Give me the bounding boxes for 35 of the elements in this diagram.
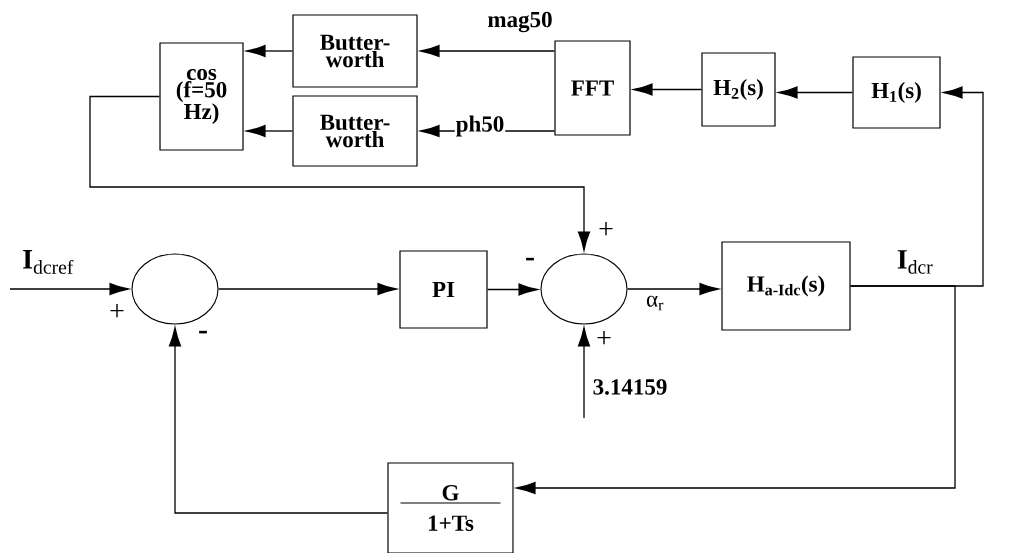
arrow [420, 44, 556, 58]
arrow [217, 282, 397, 296]
transfer-function-box: G 1+Ts [387, 462, 514, 553]
arrow [516, 285, 956, 495]
arrow [577, 327, 591, 419]
edge-label: α$_{r}$ [645, 294, 665, 312]
block-box: PI [399, 250, 488, 329]
arrow [246, 44, 294, 58]
block-box: Butter- worth [292, 14, 418, 88]
sign-label: + [110, 304, 124, 318]
signal-label: I$_{dcref}$ [23, 250, 74, 274]
block-box: H$_{1}$(s) [852, 56, 941, 129]
arrow [486, 283, 538, 296]
arrow [626, 282, 719, 296]
arrow [633, 83, 703, 96]
edge-label: ph50 [454, 114, 506, 138]
block-box: H$_{2}$(s) [701, 52, 776, 127]
block-box: cos (f=50 Hz) [159, 42, 244, 151]
arrow [9, 282, 129, 296]
block-box: H$_{a-Idc}$(s) [721, 241, 851, 331]
sign-label: - [526, 257, 534, 261]
constant-label: 3.14159 [593, 379, 667, 395]
edge-label: mag50 [486, 10, 554, 34]
arrow [246, 124, 294, 138]
sign-label: + [597, 331, 611, 345]
sign-label: - [199, 330, 207, 334]
sign-label: + [599, 222, 613, 236]
block-box: FFT [554, 40, 631, 136]
summing-junction [131, 253, 219, 325]
signal-label: I$_{dcr}$ [897, 250, 933, 274]
arrow [778, 86, 854, 99]
summing-junction [540, 253, 628, 325]
arrow [89, 95, 591, 251]
block-box: Butter- worth [292, 95, 418, 167]
arrow [168, 327, 389, 514]
